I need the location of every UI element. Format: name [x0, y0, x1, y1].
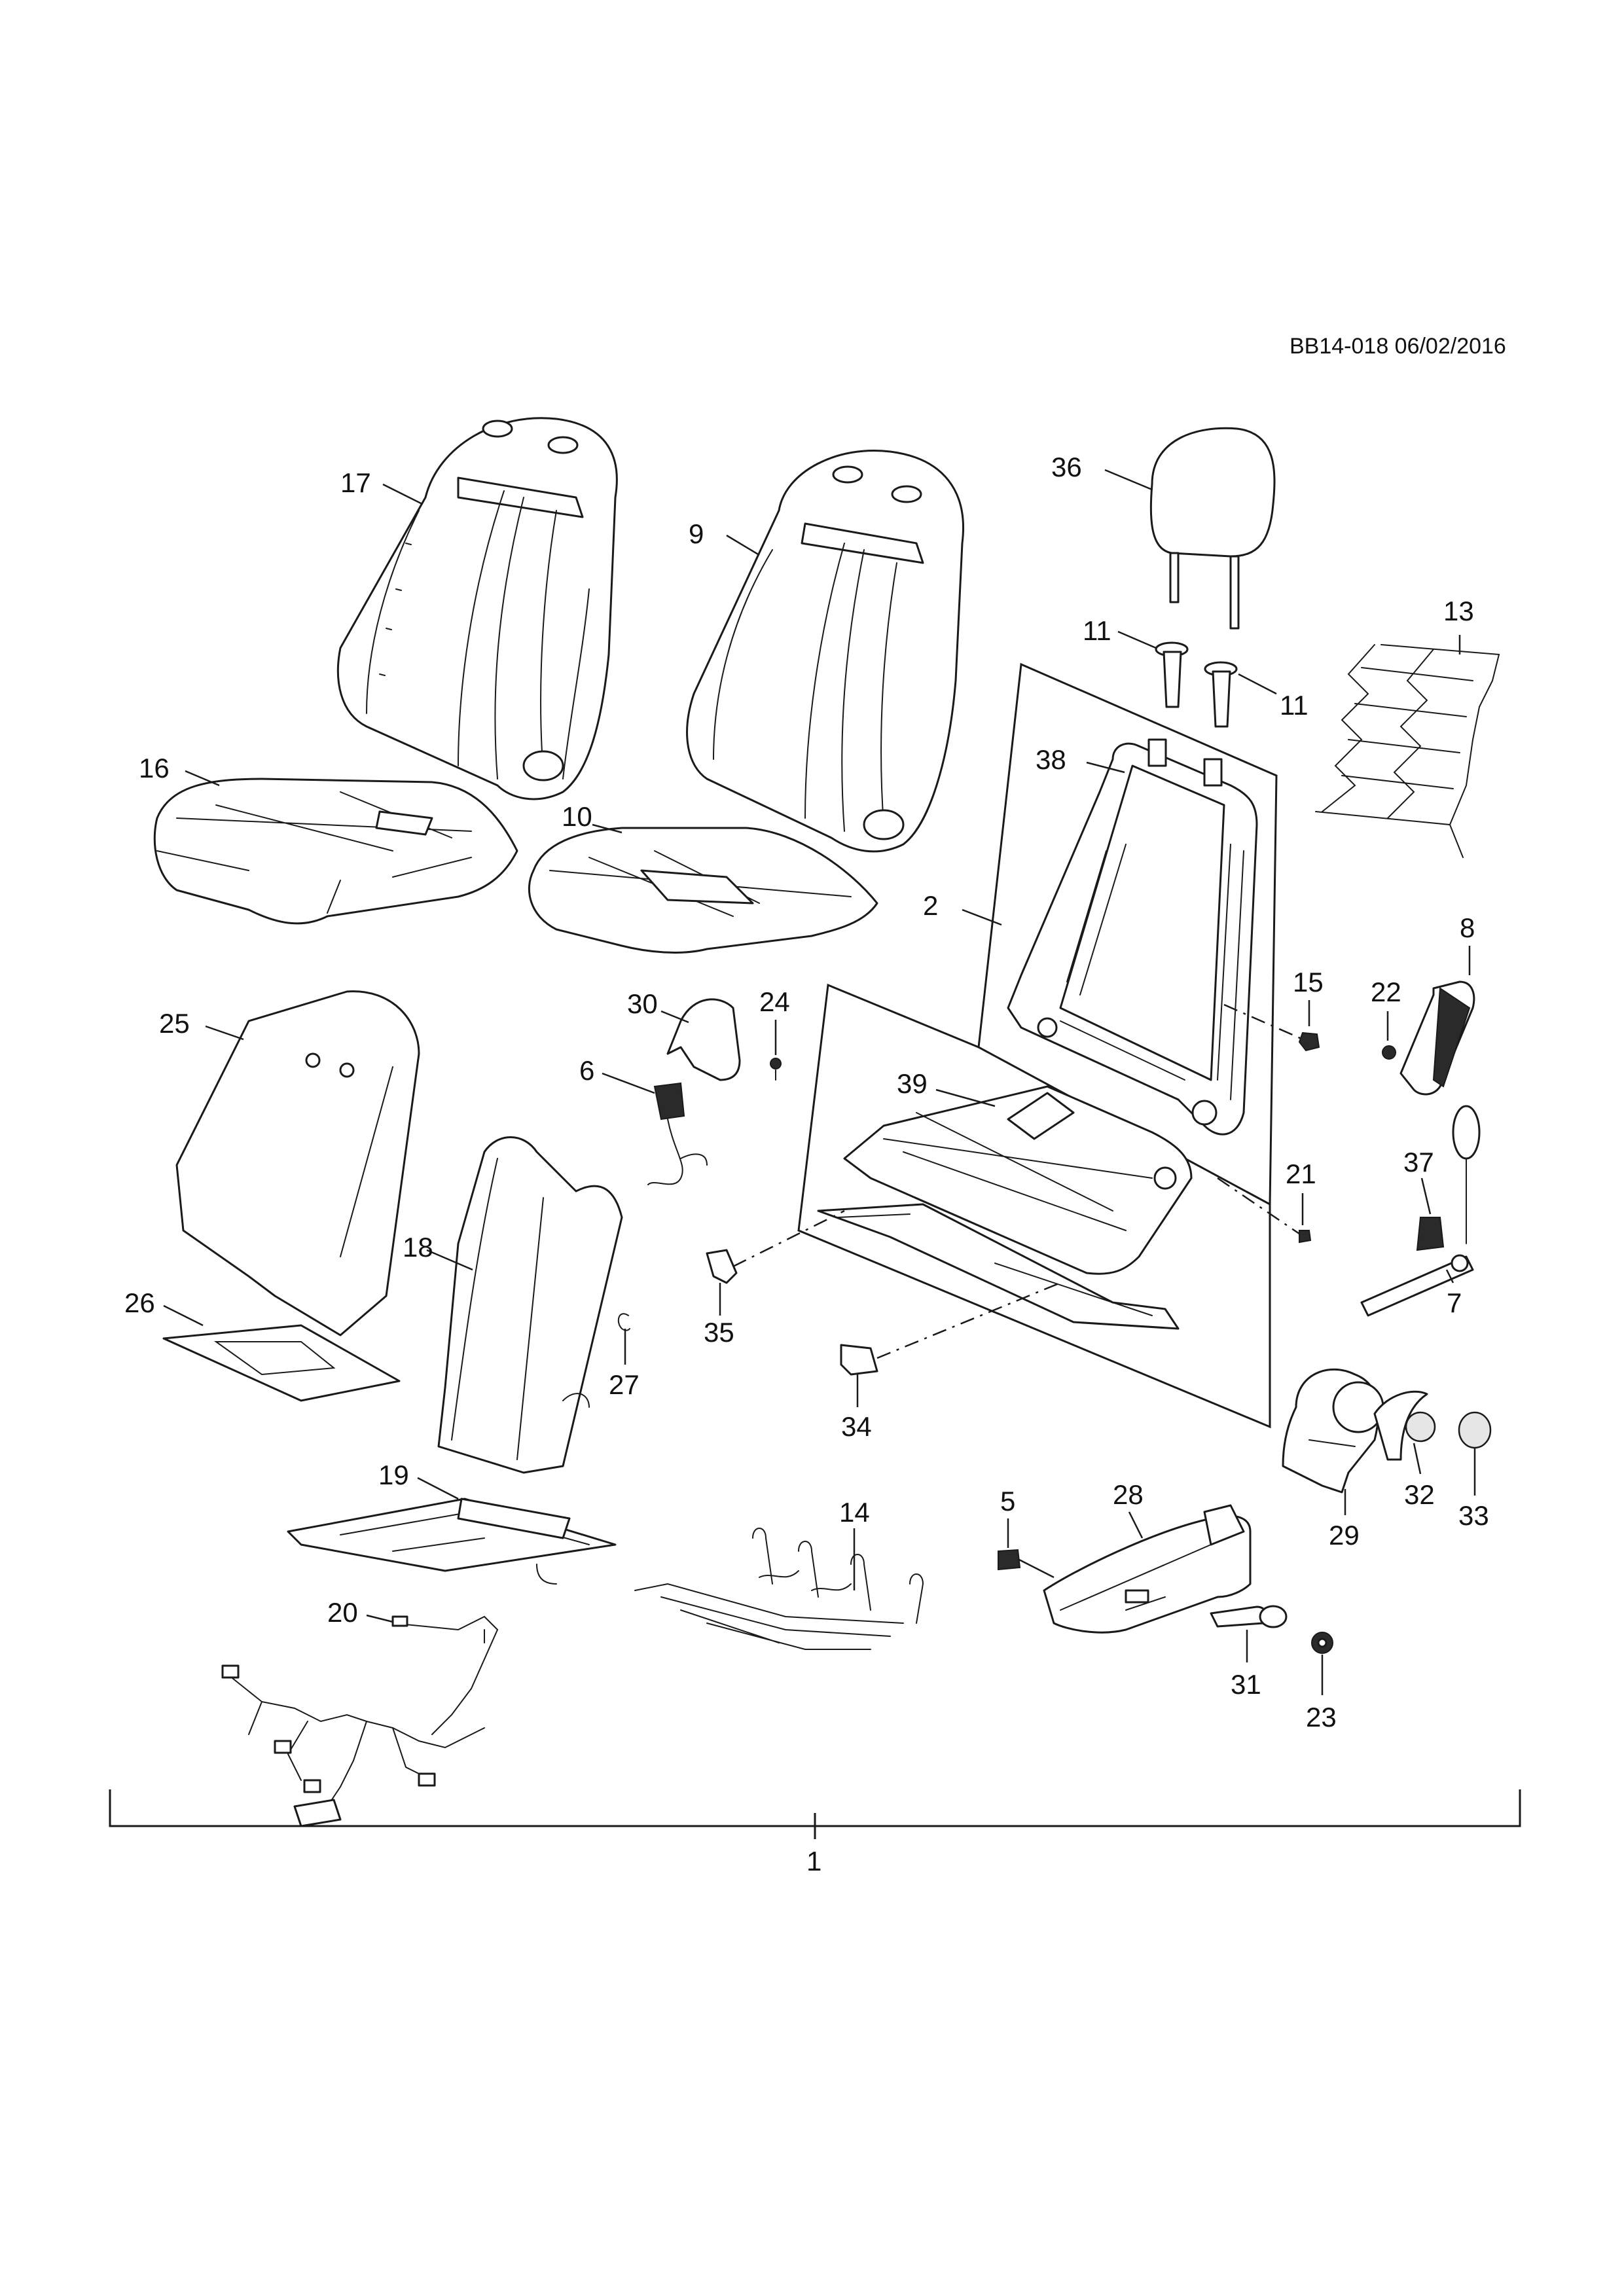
callouts: 17 9 36 11 11 13 16 10 38 2 8 15 22 25 3…: [124, 452, 1489, 1876]
callout-10: 10: [562, 801, 592, 832]
callout-31: 31: [1231, 1669, 1261, 1700]
callout-22: 22: [1371, 977, 1401, 1007]
assembly-bracket: [109, 1789, 1521, 1839]
callout-2: 2: [923, 890, 938, 921]
part-15-nut: [1298, 1031, 1320, 1052]
callout-38: 38: [1036, 744, 1066, 775]
callout-7: 7: [1447, 1287, 1462, 1318]
callout-20: 20: [327, 1597, 358, 1628]
part-34-bracket: [840, 1344, 878, 1376]
callout-8: 8: [1460, 912, 1475, 943]
part-18-back-foam: [437, 1136, 623, 1474]
part-9-seatback-pad: [686, 450, 964, 853]
callout-18: 18: [403, 1232, 433, 1263]
part-32-knob-ring: [1373, 1390, 1436, 1461]
part-24-screw: [770, 1058, 782, 1081]
part-26-mat: [162, 1324, 401, 1402]
part-16-seat-cushion-cover: [153, 778, 518, 925]
part-37-switch: [1416, 1217, 1445, 1251]
callout-11-left: 11: [1083, 615, 1111, 646]
part-13-spring-mat: [1315, 644, 1500, 858]
part-27-clip: [617, 1313, 630, 1331]
part-39-cushion-frame-panel: [797, 983, 1271, 1429]
callout-32: 32: [1404, 1479, 1435, 1510]
part-20-wiring-harness: [221, 1615, 499, 1827]
part-14-wire-springs: [634, 1528, 924, 1650]
callout-28: 28: [1113, 1479, 1144, 1510]
callout-14: 14: [839, 1497, 870, 1528]
alignment-lines: [732, 1003, 1307, 1359]
callout-23: 23: [1306, 1702, 1337, 1732]
document-id: BB14-018 06/02/2016: [1290, 334, 1506, 359]
part-29-side-cover: [1282, 1368, 1384, 1494]
part-28-side-shield: [1043, 1504, 1252, 1634]
callout-35: 35: [704, 1317, 734, 1348]
callout-15: 15: [1293, 967, 1324, 997]
callout-33: 33: [1458, 1500, 1489, 1531]
callout-21: 21: [1286, 1158, 1316, 1189]
part-31-handle: [1210, 1605, 1288, 1628]
part-30-belt-bracket: [666, 998, 741, 1081]
callout-26: 26: [124, 1287, 155, 1318]
callout-36: 36: [1051, 452, 1082, 482]
callout-27: 27: [609, 1369, 640, 1400]
callout-30: 30: [627, 988, 658, 1019]
callout-24: 24: [759, 986, 790, 1017]
callout-13: 13: [1443, 596, 1474, 626]
callout-19: 19: [378, 1460, 409, 1490]
leader-lines: [163, 469, 1476, 1695]
part-5-switch-button: [998, 1549, 1021, 1571]
callout-34: 34: [841, 1411, 872, 1442]
part-11-headrest-guides: [1155, 641, 1238, 728]
part-38-backrest-frame: [1007, 738, 1258, 1136]
callout-29: 29: [1329, 1520, 1360, 1551]
part-6-seatbelt-buckle: [647, 1082, 708, 1185]
part-19-seat-pan-cover: [287, 1498, 617, 1585]
part-21-bolt: [1299, 1230, 1312, 1244]
callout-9: 9: [689, 518, 704, 549]
part-7-adjuster-lever: [1360, 1105, 1481, 1317]
part-33-cap: [1458, 1411, 1492, 1449]
part-22-nut: [1382, 1045, 1396, 1060]
part-25-back-panel: [175, 990, 420, 1336]
part-35-bracket: [706, 1249, 738, 1284]
callout-16: 16: [139, 753, 170, 783]
callout-11-right: 11: [1280, 690, 1308, 721]
callout-1: 1: [806, 1846, 821, 1876]
callout-6: 6: [579, 1055, 594, 1086]
callout-39: 39: [897, 1068, 928, 1099]
callout-17: 17: [340, 467, 371, 498]
part-10-seat-cushion-pad: [528, 827, 878, 954]
part-23-push-nut: [1311, 1632, 1333, 1654]
callout-25: 25: [159, 1008, 190, 1039]
callout-5: 5: [1000, 1486, 1015, 1516]
callout-37: 37: [1403, 1147, 1434, 1177]
part-17-seatback-cover: [336, 417, 618, 800]
part-36-headrest: [1149, 427, 1276, 630]
part-8-side-trim: [1399, 980, 1475, 1096]
